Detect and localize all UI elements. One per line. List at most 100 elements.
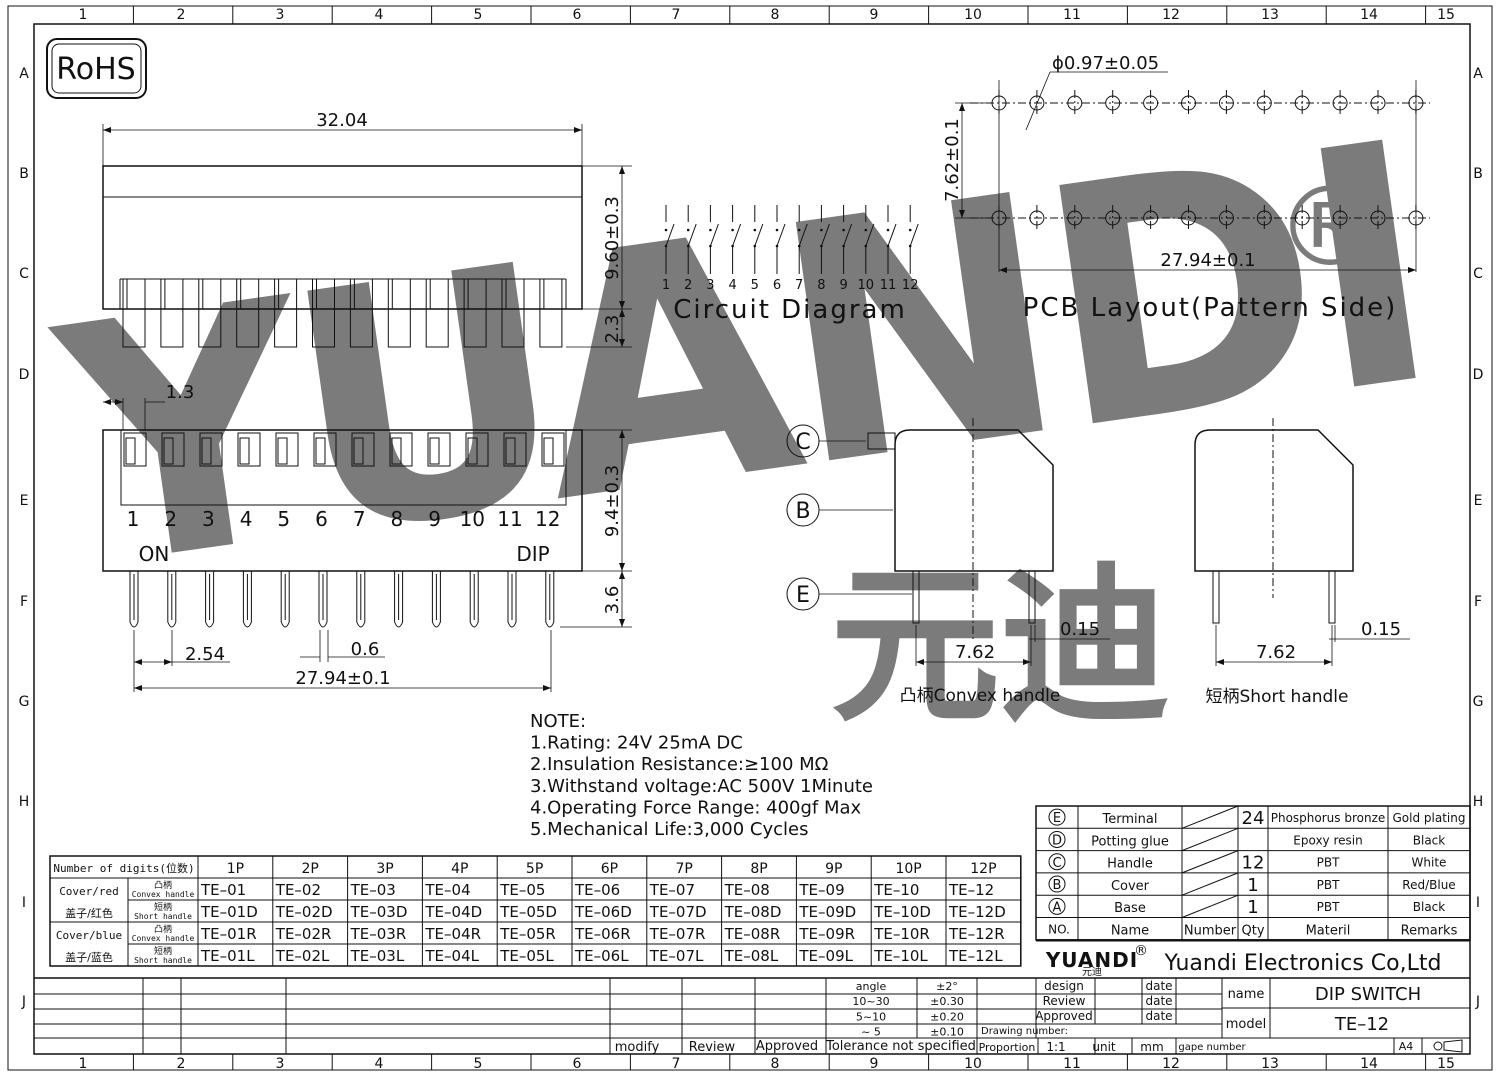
switch-contact bbox=[908, 244, 912, 248]
bom-h-number: Number bbox=[1184, 924, 1237, 939]
switch-contact bbox=[709, 228, 712, 232]
switch-blade bbox=[843, 223, 853, 247]
arrowhead bbox=[619, 430, 625, 438]
frame-row-left: J bbox=[21, 994, 26, 1010]
tb-modify: modify bbox=[615, 1040, 660, 1055]
switch-blade bbox=[887, 223, 897, 247]
dim-convex-thick-text: 0.15 bbox=[1060, 619, 1100, 640]
side-pin bbox=[122, 278, 146, 348]
model-cell: TE–05R bbox=[499, 925, 556, 943]
top-lever bbox=[201, 437, 212, 465]
pcb-hole bbox=[1067, 95, 1083, 111]
bom-material: PBT bbox=[1317, 900, 1340, 914]
dim-side-height-text: 9.60±0.3 bbox=[602, 196, 623, 280]
model-cell: TE–02L bbox=[275, 947, 330, 965]
model-cell: TE–02D bbox=[275, 903, 333, 921]
model-cell: TE–05D bbox=[499, 903, 557, 921]
bom-no-circle bbox=[1048, 897, 1066, 915]
bom-qty: 1 bbox=[1247, 875, 1258, 896]
frame-row-left: E bbox=[20, 493, 29, 509]
frame-zone-labels: 1122334455667788991010111112121313141415… bbox=[19, 6, 1484, 1072]
top-pin bbox=[469, 571, 479, 628]
callout-e: E bbox=[796, 583, 810, 608]
model-cell: TE–04R bbox=[424, 925, 481, 943]
dim-pitch-small-text: 1.3 bbox=[166, 382, 195, 403]
frame-col-bottom: 4 bbox=[375, 1056, 384, 1072]
tolerance-range: 5~10 bbox=[856, 1010, 886, 1023]
dip-label: DIP bbox=[516, 542, 549, 566]
arrowhead bbox=[543, 685, 551, 691]
digit-count: 3P bbox=[376, 861, 393, 877]
tb-paper: A4 bbox=[1399, 1040, 1414, 1053]
digit-count: 4P bbox=[451, 861, 468, 877]
position-number: 10 bbox=[460, 507, 485, 531]
group-label-en: Cover/red bbox=[59, 885, 119, 898]
side-pin bbox=[539, 278, 563, 348]
side-pin bbox=[198, 278, 222, 348]
tb-date: date bbox=[1145, 994, 1172, 1008]
model-cell: TE–04 bbox=[424, 881, 470, 899]
position-number: 3 bbox=[202, 507, 215, 531]
top-slot bbox=[237, 432, 261, 467]
bom-no-circle bbox=[1048, 853, 1066, 871]
switch-contact bbox=[797, 228, 801, 232]
bom-remark: White bbox=[1412, 856, 1447, 870]
pcb-hole bbox=[1218, 95, 1234, 111]
frame-col-bottom: 2 bbox=[177, 1056, 186, 1072]
side-pin bbox=[387, 278, 411, 348]
tolerance-value: ±0.10 bbox=[930, 1026, 964, 1039]
frame-col-bottom: 9 bbox=[870, 1056, 879, 1072]
handle-en: Short handle bbox=[134, 956, 192, 965]
model-cell: TE–06R bbox=[574, 925, 631, 943]
dim-pcb-vert-text: 7.62±0.1 bbox=[942, 118, 963, 202]
tb-tolerance-label: Tolerance not specified bbox=[825, 1039, 976, 1054]
model-cell: TE–01 bbox=[200, 881, 246, 899]
tb-model-value: TE–12 bbox=[1334, 1014, 1389, 1035]
digit-count: 6P bbox=[601, 861, 618, 877]
model-cell: TE–03L bbox=[350, 947, 405, 965]
frame-col-bottom: 14 bbox=[1360, 1056, 1378, 1072]
arrowhead bbox=[134, 659, 142, 665]
top-pin bbox=[242, 571, 252, 628]
bom-number-slash bbox=[1181, 894, 1239, 918]
bom-no-circle bbox=[1048, 830, 1066, 848]
callout-c: C bbox=[795, 430, 810, 455]
model-cell: TE–09 bbox=[798, 881, 844, 899]
pcb-hole bbox=[1105, 95, 1121, 111]
model-cell: TE–01R bbox=[200, 925, 257, 943]
switch-contact bbox=[664, 244, 668, 248]
dim-short-thick-text: 0.15 bbox=[1361, 619, 1401, 640]
convex-pin bbox=[912, 570, 920, 624]
frame-col-top: 13 bbox=[1261, 7, 1279, 23]
dim-short-spacing-text: 7.62 bbox=[1256, 642, 1296, 663]
switch-number: 5 bbox=[751, 278, 759, 293]
position-number: 1 bbox=[127, 507, 140, 531]
arrowhead bbox=[103, 127, 111, 133]
top-slot bbox=[161, 432, 185, 467]
frame-col-bottom: 8 bbox=[771, 1056, 780, 1072]
company-name: Yuandi Electronics Co,Ltd bbox=[1164, 951, 1442, 976]
position-number: 8 bbox=[391, 507, 404, 531]
pcb-hole bbox=[1370, 95, 1386, 111]
model-cell: TE–07L bbox=[649, 947, 704, 965]
frame-row-right: J bbox=[1475, 994, 1480, 1010]
group-label-cn: 盖子/红色 bbox=[65, 906, 113, 920]
top-slot bbox=[427, 432, 451, 467]
frame-row-left: G bbox=[19, 694, 30, 710]
switch-number: 2 bbox=[684, 278, 692, 293]
switch-contact bbox=[753, 244, 757, 248]
frame-row-right: G bbox=[1473, 694, 1484, 710]
handle-cn: 凸柄 bbox=[154, 879, 172, 891]
tolerance-value: ±0.20 bbox=[930, 1010, 964, 1023]
top-slot bbox=[275, 432, 299, 467]
dim-span-text: 27.94±0.1 bbox=[295, 668, 390, 689]
pcb-hole bbox=[1143, 95, 1159, 111]
short-label: 短柄Short handle bbox=[1206, 687, 1349, 707]
top-pin bbox=[431, 571, 441, 628]
frame-row-left: H bbox=[19, 794, 30, 810]
frame-row-left: I bbox=[22, 895, 26, 911]
frame-row-right: A bbox=[1473, 66, 1483, 82]
